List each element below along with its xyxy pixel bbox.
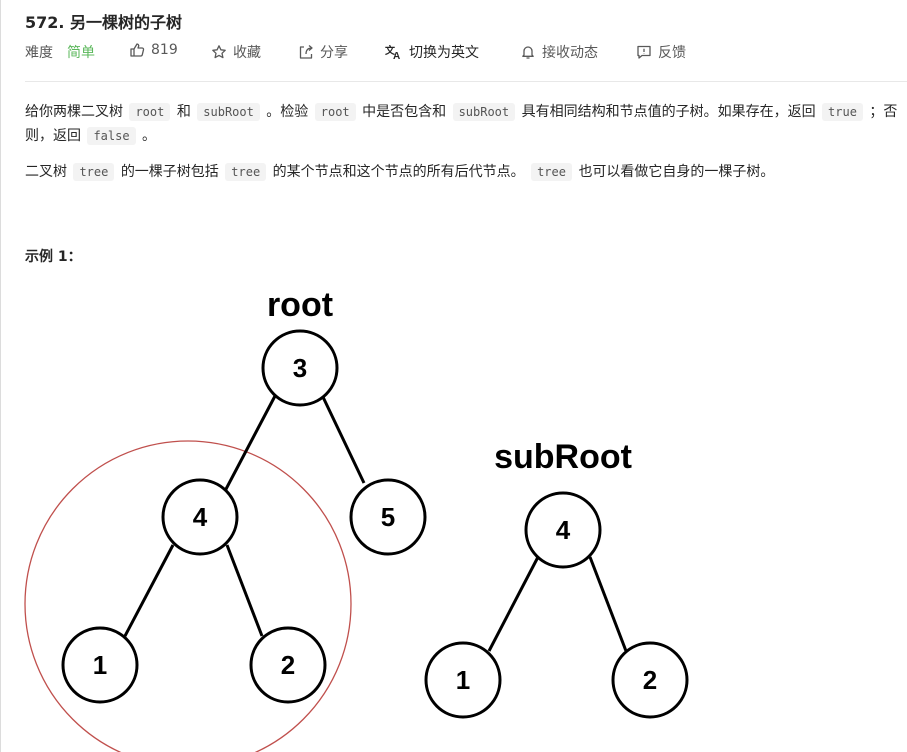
inline-code: root [129,103,171,121]
node-value: 1 [93,650,107,680]
tree-edge [223,395,277,492]
root-label: root [267,286,333,324]
tree-edge [321,396,366,484]
translate-label: 切换为英文 [409,45,479,61]
share-label: 分享 [320,45,348,61]
text-fragment: 也可以看做它自身的一棵子树。 [578,164,775,180]
collect-label: 收藏 [233,45,261,61]
like-count: 819 [151,42,178,58]
inline-code: true [822,103,863,121]
node-value: 4 [193,502,208,532]
notify-label: 接收动态 [542,45,598,61]
tree-node: 3 [261,329,339,407]
problem-title: 572. 另一棵树的子树 [25,13,183,32]
share-icon [298,44,314,60]
text-fragment: 。 [142,128,157,144]
thumbs-up-icon [129,42,145,58]
inline-code: tree [225,163,267,181]
bell-icon [520,44,536,60]
text-fragment: 的一棵子树包括 [120,164,219,180]
text-fragment: 的某个节点和这个节点的所有后代节点。 [272,164,525,180]
tree-node: 2 [249,626,327,704]
tree-node: 5 [349,478,427,556]
star-icon [211,44,227,60]
tree-node: 1 [61,626,139,704]
description-paragraph-1: 给你两棵二叉树 root 和 subRoot 。检验 root 中是否包含和 s… [25,100,900,148]
text-fragment: 给你两棵二叉树 [25,104,123,120]
text-fragment: 中是否包含和 [362,104,447,120]
node-value: 2 [281,650,295,680]
collect-button[interactable]: 收藏 [211,42,261,62]
svg-text:A: A [393,51,400,60]
node-value: 2 [643,665,657,695]
tree-edge [487,556,540,652]
svg-text:文: 文 [385,44,396,57]
inline-code: root [314,103,356,121]
tree-node: 2 [611,641,689,719]
tree-edge [225,544,264,637]
difficulty-value: 简单 [67,45,95,61]
inline-code: tree [73,163,115,181]
tree-node: 1 [424,641,502,719]
tree-edge [123,544,175,637]
tree-node: 4 [161,478,239,556]
like-button[interactable]: 819 [129,42,178,58]
feedback-button[interactable]: 反馈 [636,42,686,62]
inline-code: false [87,127,136,145]
tree-edge [588,556,628,652]
text-fragment: ；否则，返回 [25,104,898,144]
node-value: 3 [293,353,307,383]
subroot-label: subRoot [494,438,632,476]
inline-code: subRoot [452,103,516,121]
node-value: 4 [556,515,571,545]
text-fragment: 二叉树 [25,164,67,180]
subtree-highlight-circle [24,440,352,752]
feedback-label: 反馈 [658,45,686,61]
text-fragment: 。检验 [266,104,309,120]
description-paragraph-2: 二叉树 tree 的一棵子树包括 tree 的某个节点和这个节点的所有后代节点。… [25,160,900,184]
difficulty-label: 难度 [25,45,53,61]
node-value: 1 [456,665,470,695]
tree-node: 4 [524,491,602,569]
node-value: 5 [381,502,395,532]
inline-code: subRoot [197,103,260,121]
example-title: 示例 1： [25,249,82,265]
difficulty: 难度 简单 [25,42,95,62]
problem-description: 给你两棵二叉树 root 和 subRoot 。检验 root 中是否包含和 s… [25,100,900,196]
share-button[interactable]: 分享 [298,42,348,62]
notify-button[interactable]: 接收动态 [520,42,598,62]
feedback-icon [636,44,652,60]
text-fragment: 具有相同结构和节点值的子树。如果存在，返回 [521,104,816,120]
header-divider [25,81,907,82]
left-border [0,0,1,752]
inline-code: tree [531,163,572,181]
text-fragment: 和 [176,104,191,120]
